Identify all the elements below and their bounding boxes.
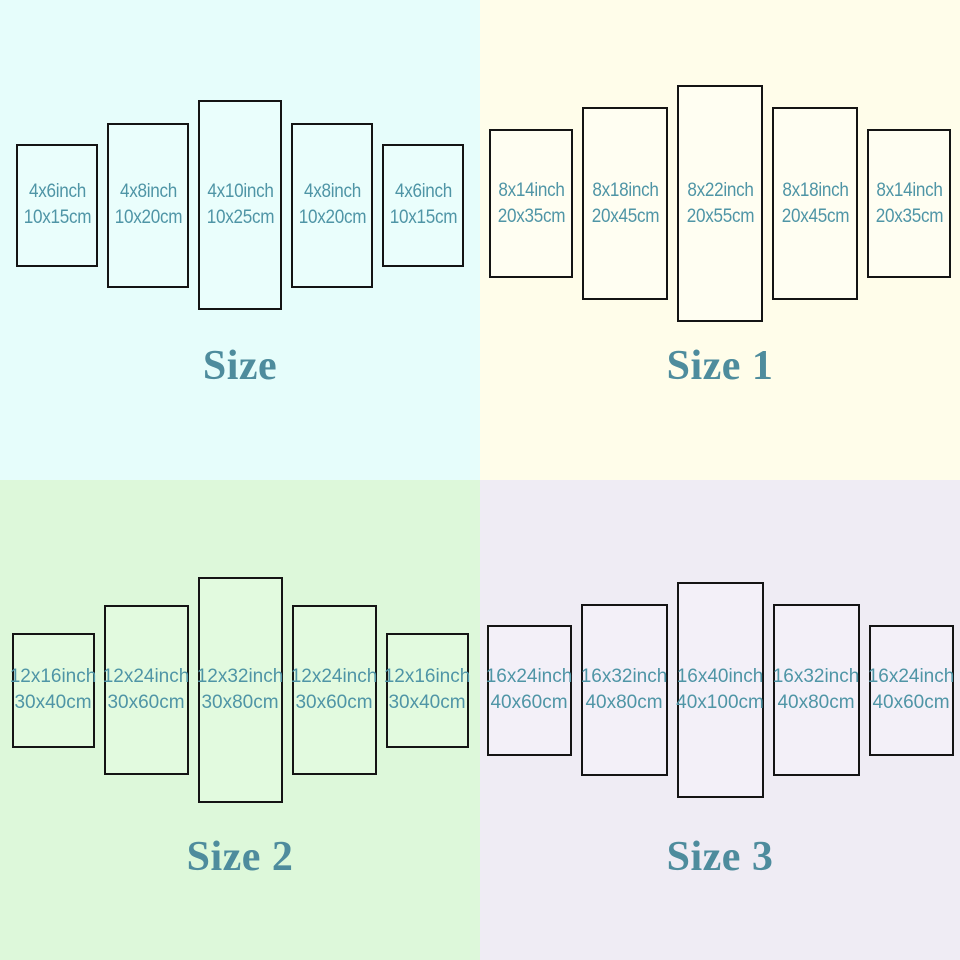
panel-inch-label: 4x10inch [206, 181, 274, 203]
panel-inch-label: 12x16inch [9, 666, 97, 688]
panel-inch-label: 12x32inch [196, 666, 284, 688]
quadrant-size-2: 12x16inch 30x40cm 12x24inch 30x60cm 12x3… [0, 480, 480, 960]
panel-row: 4x6inch 10x15cm 4x8inch 10x20cm 4x10inch… [0, 100, 480, 310]
size-panel: 8x18inch 20x45cm [582, 107, 668, 300]
panel-cm-label: 40x60cm [872, 692, 950, 713]
size-panel: 16x24inch 40x60cm [868, 624, 955, 756]
size-panel: 8x14inch 20x35cm [489, 129, 573, 278]
panel-inch-label: 12x24inch [102, 666, 190, 688]
size-panel: 4x6inch 10x15cm [382, 143, 464, 267]
panel-inch-label: 16x24inch [867, 666, 955, 688]
panel-inch-label: 8x18inch [781, 179, 849, 201]
panel-inch-label: 4x6inch [394, 181, 452, 203]
quadrant-size: 4x6inch 10x15cm 4x8inch 10x20cm 4x10inch… [0, 0, 480, 480]
size-panel: 16x40inch 40x100cm [676, 582, 764, 798]
panel-row: 16x24inch 40x60cm 16x32inch 40x80cm 16x4… [480, 582, 960, 798]
panel-inch-label: 4x8inch [119, 181, 177, 203]
quadrant-title: Size 3 [666, 834, 774, 880]
panel-label: 12x32inch 30x80cm [197, 664, 284, 715]
panel-label: 12x16inch 30x40cm [10, 664, 97, 715]
panel-label: 16x24inch 40x60cm [486, 664, 573, 715]
panel-inch-label: 4x6inch [28, 181, 86, 203]
panel-label: 8x18inch 20x45cm [591, 178, 659, 229]
panel-cm-label: 10x20cm [114, 207, 182, 228]
panel-cm-label: 10x15cm [23, 207, 91, 228]
size-panel: 16x32inch 40x80cm [772, 604, 860, 776]
panel-cm-label: 30x80cm [201, 692, 279, 713]
size-panel: 12x32inch 30x80cm [197, 577, 284, 803]
panel-cm-label: 30x40cm [388, 692, 466, 713]
panel-cm-label: 40x80cm [777, 692, 855, 713]
panel-cm-label: 10x20cm [298, 207, 366, 228]
panel-cm-label: 20x45cm [591, 205, 659, 227]
quadrant-title: Size [202, 343, 278, 389]
panel-inch-label: 16x32inch [772, 666, 860, 688]
size-panel: 8x14inch 20x35cm [867, 129, 951, 278]
size-panel: 12x16inch 30x40cm [10, 632, 97, 748]
size-panel: 4x10inch 10x25cm [198, 100, 282, 310]
panel-label: 12x16inch 30x40cm [384, 664, 471, 715]
panel-inch-label: 16x24inch [485, 666, 573, 688]
panel-cm-label: 30x40cm [14, 692, 92, 713]
panel-inch-label: 12x16inch [383, 666, 471, 688]
panel-label: 4x8inch 10x20cm [298, 179, 366, 230]
quadrant-title: Size 1 [666, 343, 774, 389]
panel-label: 16x32inch 40x80cm [581, 664, 668, 715]
size-panel: 4x8inch 10x20cm [107, 122, 189, 288]
panel-label: 8x22inch 20x55cm [686, 178, 754, 229]
panel-label: 4x10inch 10x25cm [206, 179, 274, 230]
quadrant-size-1: 8x14inch 20x35cm 8x18inch 20x45cm 8x22in… [480, 0, 960, 480]
panel-inch-label: 8x22inch [686, 179, 754, 201]
panel-inch-label: 4x8inch [303, 181, 361, 203]
panel-label: 12x24inch 30x60cm [103, 664, 190, 715]
size-panel: 4x8inch 10x20cm [291, 122, 373, 288]
panel-cm-label: 20x35cm [875, 205, 943, 227]
panel-cm-label: 30x60cm [295, 692, 373, 713]
size-panel: 16x24inch 40x60cm [486, 624, 573, 756]
panel-inch-label: 12x24inch [290, 666, 378, 688]
panel-label: 16x40inch 40x100cm [676, 664, 764, 715]
panel-cm-label: 40x100cm [676, 692, 764, 713]
panel-cm-label: 20x35cm [497, 205, 565, 227]
panel-label: 16x32inch 40x80cm [773, 664, 860, 715]
panel-cm-label: 20x55cm [686, 205, 754, 227]
panel-inch-label: 8x14inch [875, 179, 943, 201]
size-panel: 8x22inch 20x55cm [677, 85, 763, 322]
panel-inch-label: 16x32inch [580, 666, 668, 688]
panel-label: 4x6inch 10x15cm [389, 179, 457, 230]
panel-row: 12x16inch 30x40cm 12x24inch 30x60cm 12x3… [0, 577, 480, 803]
panel-label: 4x8inch 10x20cm [114, 179, 182, 230]
panel-label: 8x14inch 20x35cm [497, 178, 565, 229]
size-panel: 12x24inch 30x60cm [291, 605, 378, 775]
panel-cm-label: 10x15cm [389, 207, 457, 228]
panel-cm-label: 30x60cm [107, 692, 185, 713]
panel-row: 8x14inch 20x35cm 8x18inch 20x45cm 8x22in… [480, 85, 960, 322]
panel-cm-label: 10x25cm [206, 207, 274, 228]
size-panel: 8x18inch 20x45cm [772, 107, 858, 300]
panel-inch-label: 8x18inch [591, 179, 659, 201]
panel-label: 8x18inch 20x45cm [781, 178, 849, 229]
size-panel: 16x32inch 40x80cm [580, 604, 668, 776]
panel-inch-label: 8x14inch [497, 179, 565, 201]
panel-cm-label: 40x60cm [490, 692, 568, 713]
panel-cm-label: 40x80cm [585, 692, 663, 713]
size-panel: 4x6inch 10x15cm [16, 143, 98, 267]
quadrant-size-3: 16x24inch 40x60cm 16x32inch 40x80cm 16x4… [480, 480, 960, 960]
panel-label: 4x6inch 10x15cm [23, 179, 91, 230]
panel-label: 16x24inch 40x60cm [868, 664, 955, 715]
panel-label: 12x24inch 30x60cm [291, 664, 378, 715]
size-panel: 12x24inch 30x60cm [103, 605, 190, 775]
panel-cm-label: 20x45cm [781, 205, 849, 227]
panel-inch-label: 16x40inch [676, 666, 764, 688]
quadrant-title: Size 2 [186, 834, 294, 880]
size-panel: 12x16inch 30x40cm [384, 632, 471, 748]
panel-label: 8x14inch 20x35cm [875, 178, 943, 229]
